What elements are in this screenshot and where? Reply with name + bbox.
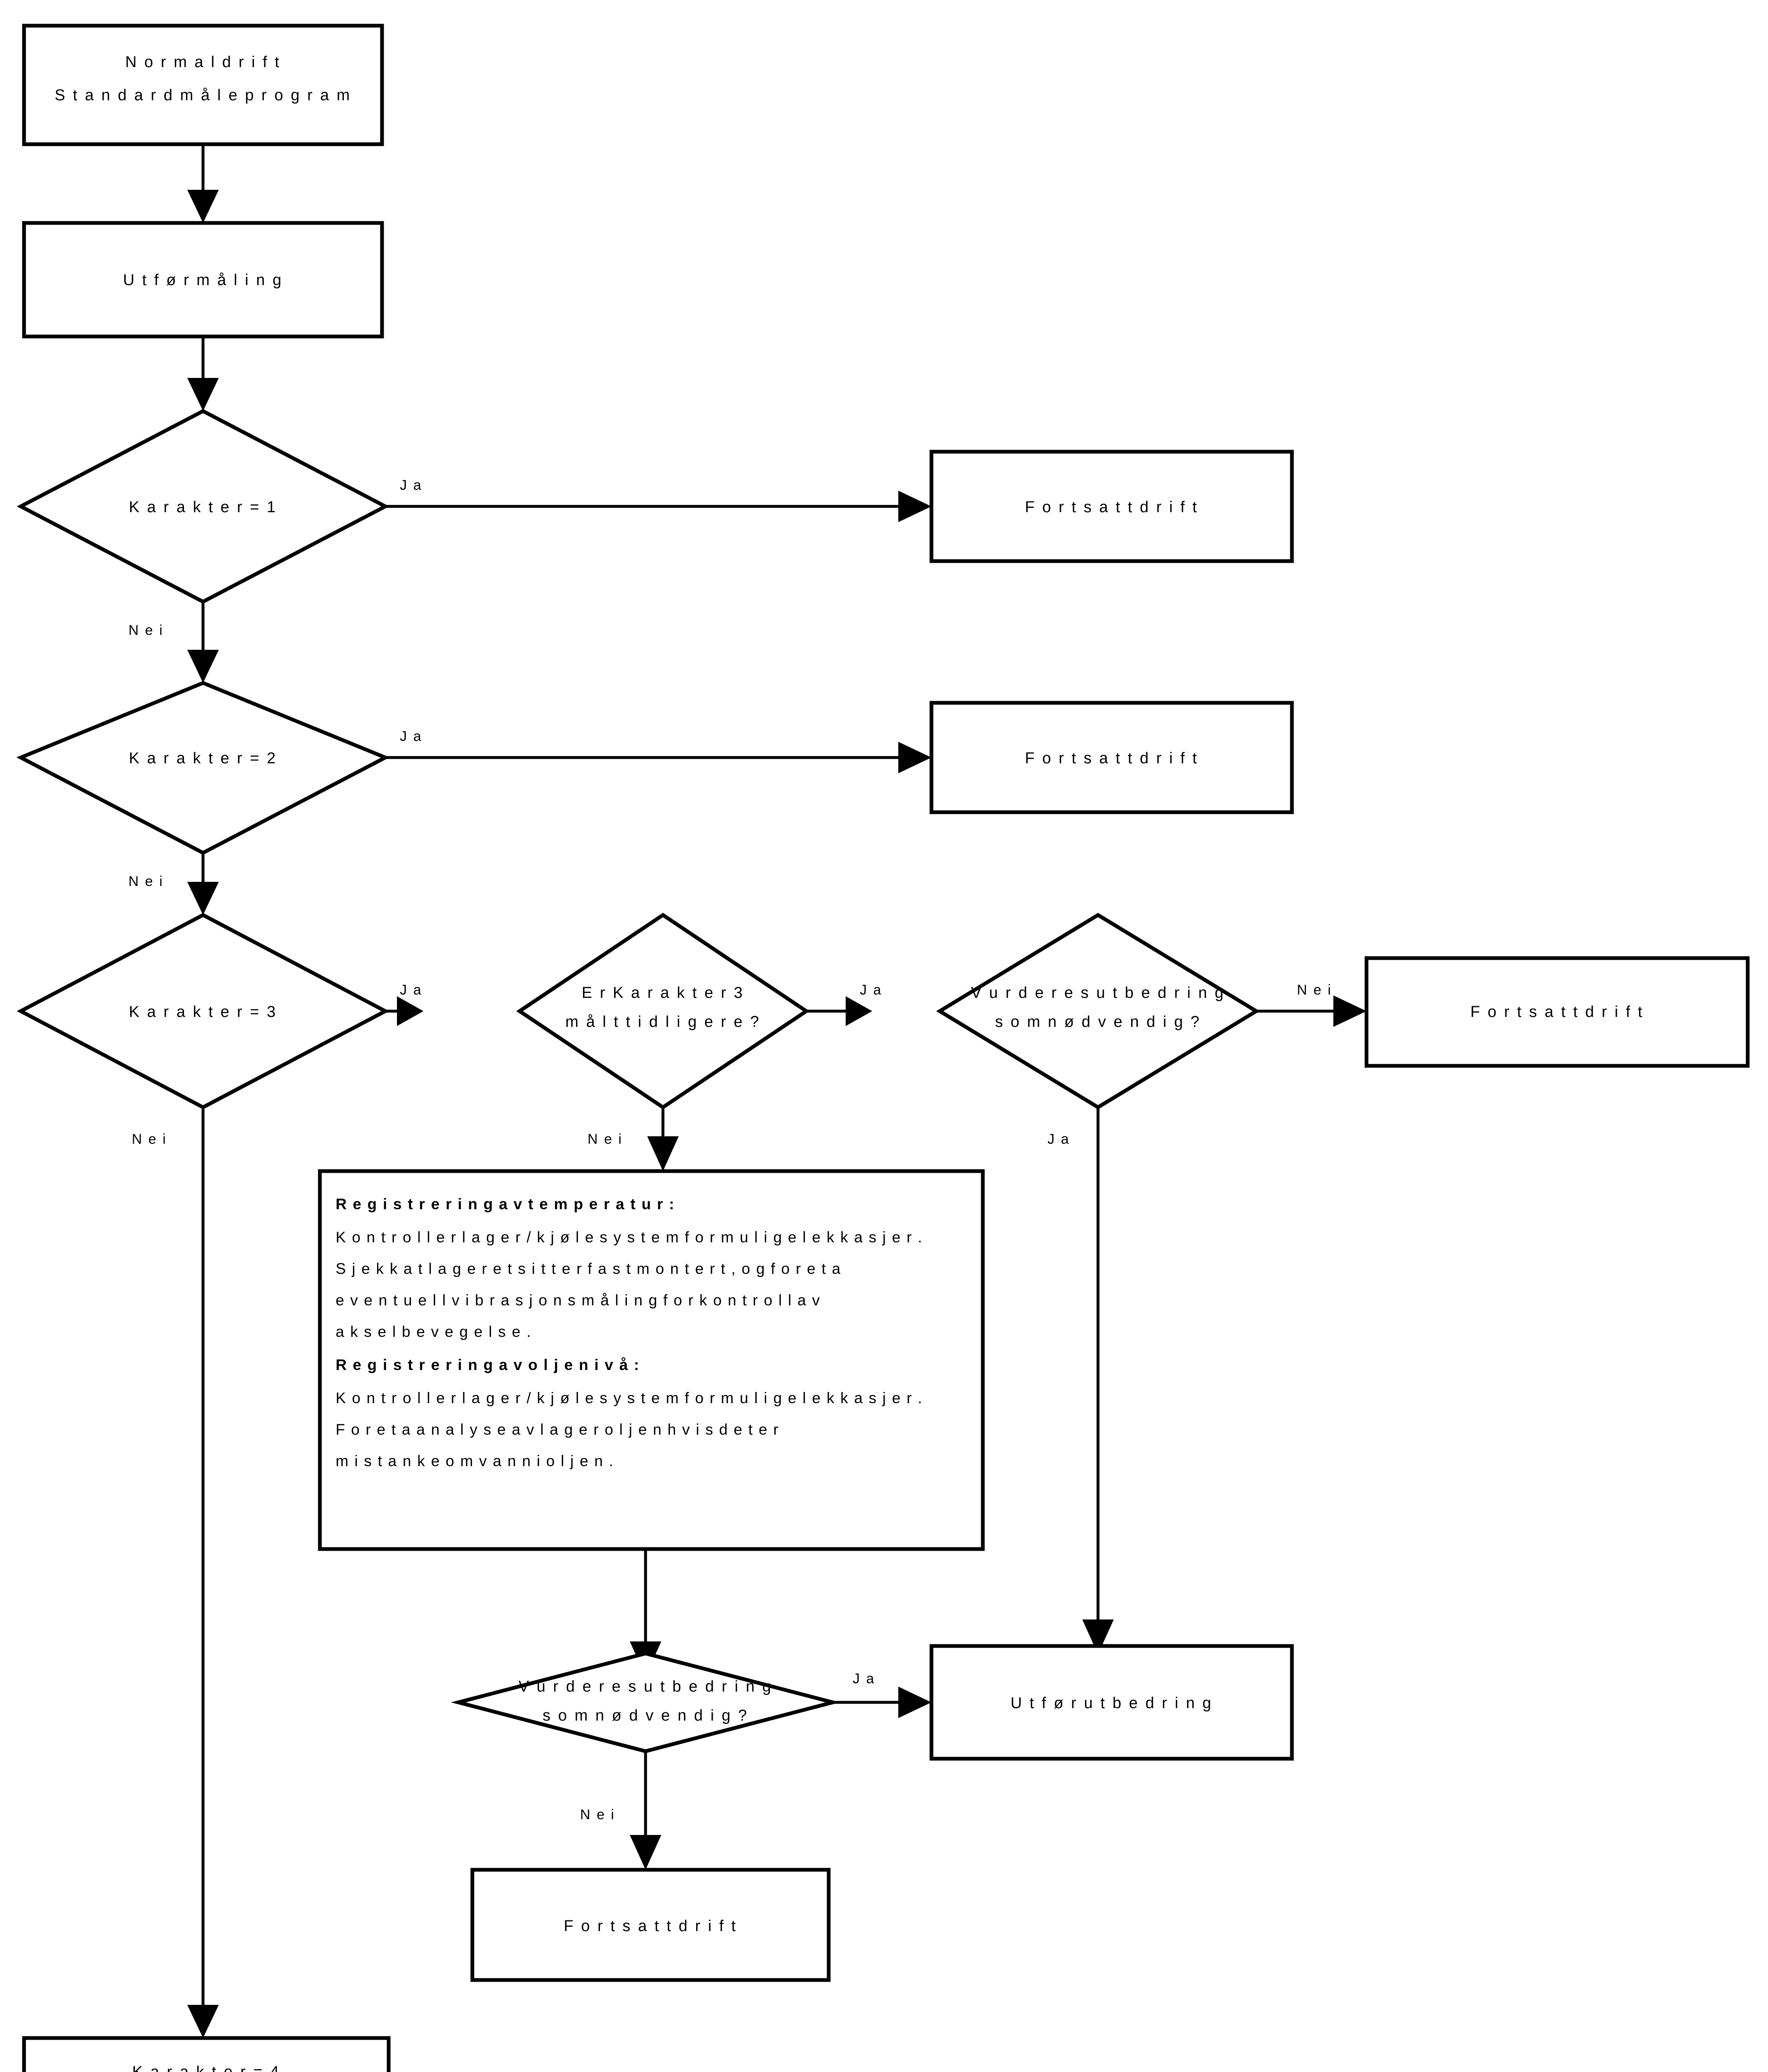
node-karakter2[interactable]: K a r a k t e r = 2 (16, 681, 390, 855)
node-repair-needed-top[interactable]: V u r d e r e s u t b e d r i n g s o m … (936, 913, 1260, 1110)
edge-label-karakter3-ja: J a (400, 982, 422, 998)
edge-repair-bottom-nei (630, 1750, 661, 1870)
node-continue-2[interactable]: F o r t s a t t d r i f t (929, 701, 1294, 814)
edge-karakter3-ja (385, 996, 423, 1026)
edge-label-karakter3-nei: N e i (132, 1131, 167, 1147)
node-start-line2: S t a n d a r d m å l e p r o g r a m (55, 87, 351, 104)
edge-start-to-measure (187, 144, 219, 223)
node-repair-needed-bottom-line1: V u r d e r e s u t b e d r i n g (518, 1678, 773, 1695)
node-details[interactable]: R e g i s t r e r i n g a v t e m p e r … (318, 1169, 985, 1551)
edge-karakter2-ja (385, 742, 931, 773)
node-measure[interactable]: U t f ø r m å l i n g (22, 221, 384, 339)
details-line-7: F o r e t a a n a l y s e a v l a g e r … (336, 1421, 779, 1438)
node-continue-1-label: F o r t s a t t d r i f t (1025, 499, 1199, 516)
edge-karakter1-ja (385, 491, 931, 522)
node-karakter1[interactable]: K a r a k t e r = 1 (17, 409, 389, 604)
edge-label-karakter2-nei: N e i (128, 874, 164, 889)
node-repair-needed-bottom-line2: s o m n ø d v e n d i g ? (542, 1707, 748, 1724)
details-line-4: a k s e l b e v e g e l s e . (336, 1323, 532, 1340)
node-do-repair[interactable]: U t f ø r u t b e d r i n g (929, 1644, 1294, 1761)
node-repair-needed-top-line2: s o m n ø d v e n d i g ? (995, 1013, 1201, 1031)
node-continue-3[interactable]: F o r t s a t t d r i f t (1364, 956, 1750, 1068)
node-measure-label: U t f ø r m å l i n g (123, 271, 283, 289)
connector-layer (187, 144, 1367, 2038)
edge-repair-top-ja (1082, 1094, 1114, 1654)
node-karakter4-line-0: K a r a k t e r = 4 (132, 2063, 281, 2072)
node-continue-2-label: F o r t s a t t d r i f t (1025, 750, 1199, 767)
node-repair-needed-top-line1: V u r d e r e s u t b e d r i n g (971, 984, 1225, 1002)
node-do-repair-label: U t f ø r u t b e d r i n g (1011, 1694, 1213, 1712)
edge-label-karakter1-nei: N e i (128, 622, 164, 638)
details-line-5: R e g i s t r e r i n g a v o l j e n i … (336, 1356, 640, 1373)
edge-label-repair-bottom-nei: N e i (580, 1807, 615, 1823)
node-measured-before-line1: E r K a r a k t e r 3 (582, 984, 744, 1002)
details-line-1: K o n t r o l l e r l a g e r / k j ø l … (336, 1229, 923, 1246)
node-continue-4-label: F o r t s a t t d r i f t (564, 1917, 738, 1935)
edge-measure-to-karakter1 (187, 336, 219, 411)
node-continue-4[interactable]: F o r t s a t t d r i f t (470, 1868, 831, 1982)
node-karakter4[interactable]: K a r a k t e r = 4 U t f ø r v i s u e … (22, 2036, 391, 2072)
node-repair-needed-bottom[interactable]: V u r d e r e s u t b e d r i n g s o m … (451, 1651, 840, 1753)
edge-label-karakter2-ja: J a (400, 729, 422, 744)
node-measured-before-line2: m å l t t i d l i g e r e ? (565, 1013, 760, 1031)
edge-label-repair-top-ja: J a (1047, 1131, 1070, 1147)
details-line-8: m i s t a n k e o m v a n n i o l j e n … (336, 1452, 614, 1469)
edge-repair-bottom-ja (832, 1687, 931, 1718)
details-line-0: R e g i s t r e r i n g a v t e m p e r … (336, 1196, 675, 1213)
node-start[interactable]: N o r m a l d r i f t S t a n d a r d m … (22, 24, 384, 146)
node-karakter1-label: K a r a k t e r = 1 (129, 499, 277, 516)
edge-repair-top-nei (1256, 995, 1367, 1027)
details-line-6: K o n t r o l l e r l a g e r / k j ø l … (336, 1389, 923, 1406)
edge-karakter3-nei (187, 1107, 219, 2038)
edge-label-repair-bottom-ja: J a (853, 1671, 875, 1687)
node-karakter2-label: K a r a k t e r = 2 (129, 750, 277, 767)
edge-label-layer: J a N e i J a N e i J a N e i J a N e i … (128, 477, 1332, 1823)
edge-label-measured-before-ja: J a (860, 982, 882, 998)
edge-measured-before-ja (806, 996, 872, 1026)
node-karakter3-label: K a r a k t e r = 3 (129, 1003, 277, 1021)
node-continue-1[interactable]: F o r t s a t t d r i f t (929, 450, 1294, 563)
edge-label-karakter1-ja: J a (400, 477, 422, 493)
node-karakter3[interactable]: K a r a k t e r = 3 (17, 913, 389, 1110)
edge-karakter1-nei (187, 602, 219, 683)
edge-karakter2-nei (187, 853, 219, 915)
details-line-2: S j e k k a t l a g e r e t s i t t e r … (336, 1260, 841, 1277)
node-continue-3-label: F o r t s a t t d r i f t (1471, 1003, 1644, 1021)
node-start-line1: N o r m a l d r i f t (125, 53, 281, 71)
node-measured-before[interactable]: E r K a r a k t e r 3 m å l t t i d l i … (516, 913, 810, 1110)
edge-label-measured-before-nei: N e i (588, 1131, 623, 1147)
edge-label-repair-top-nei: N e i (1297, 982, 1332, 998)
details-line-3: e v e n t u e l l v i b r a s j o n s m … (336, 1292, 821, 1309)
